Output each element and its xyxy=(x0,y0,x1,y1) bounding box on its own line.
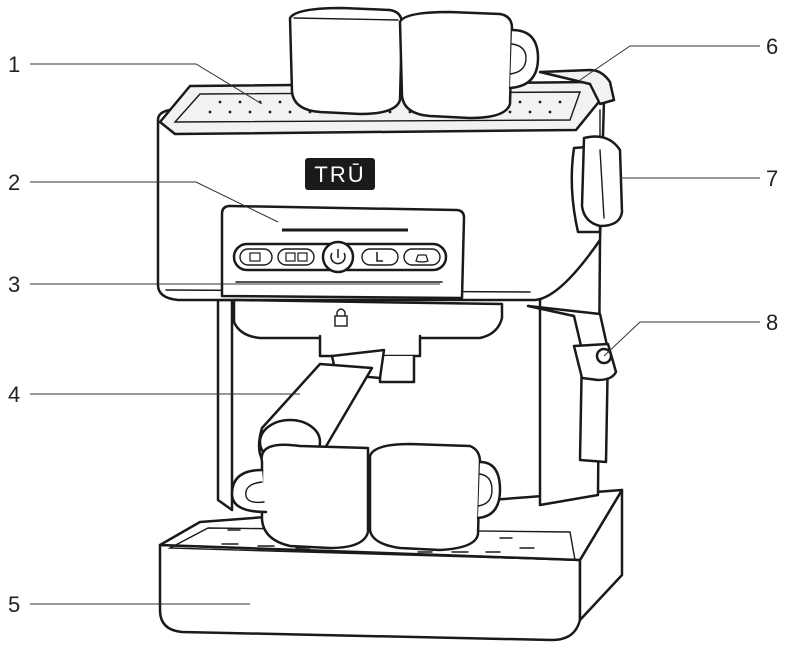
callout-7: 7 xyxy=(766,166,778,191)
brand-logo: TRŪ xyxy=(305,158,375,190)
single-cup-icon xyxy=(249,252,261,262)
callout-1: 1 xyxy=(8,52,20,77)
lock-icon xyxy=(334,308,348,327)
lower-cup-left xyxy=(230,443,370,550)
callout-6: 6 xyxy=(766,34,778,59)
callout-4: 4 xyxy=(8,382,20,407)
control-panel xyxy=(220,204,466,300)
double-cup-button[interactable] xyxy=(277,248,315,266)
manual-button[interactable] xyxy=(361,248,399,266)
callout-2: 2 xyxy=(8,170,20,195)
callout-5: 5 xyxy=(8,592,20,617)
steam-icon xyxy=(415,254,429,263)
hand-icon xyxy=(376,252,383,262)
double-cup-icon xyxy=(285,252,308,262)
single-cup-button[interactable] xyxy=(239,248,273,266)
leader-lines xyxy=(30,45,760,605)
power-button[interactable] xyxy=(321,240,355,274)
callout-numbers: 1 2 3 4 5 6 7 8 xyxy=(8,34,778,617)
callout-3: 3 xyxy=(8,272,20,297)
lower-cup-right xyxy=(368,442,502,552)
steam-button[interactable] xyxy=(403,248,441,266)
power-icon xyxy=(330,249,346,265)
callout-8: 8 xyxy=(766,310,778,335)
steam-dial[interactable] xyxy=(570,135,624,234)
top-cup-right xyxy=(398,10,540,120)
top-cup-left xyxy=(288,6,404,116)
brand-logo-text: TRŪ xyxy=(314,162,365,187)
water-tank-lid xyxy=(538,68,616,106)
